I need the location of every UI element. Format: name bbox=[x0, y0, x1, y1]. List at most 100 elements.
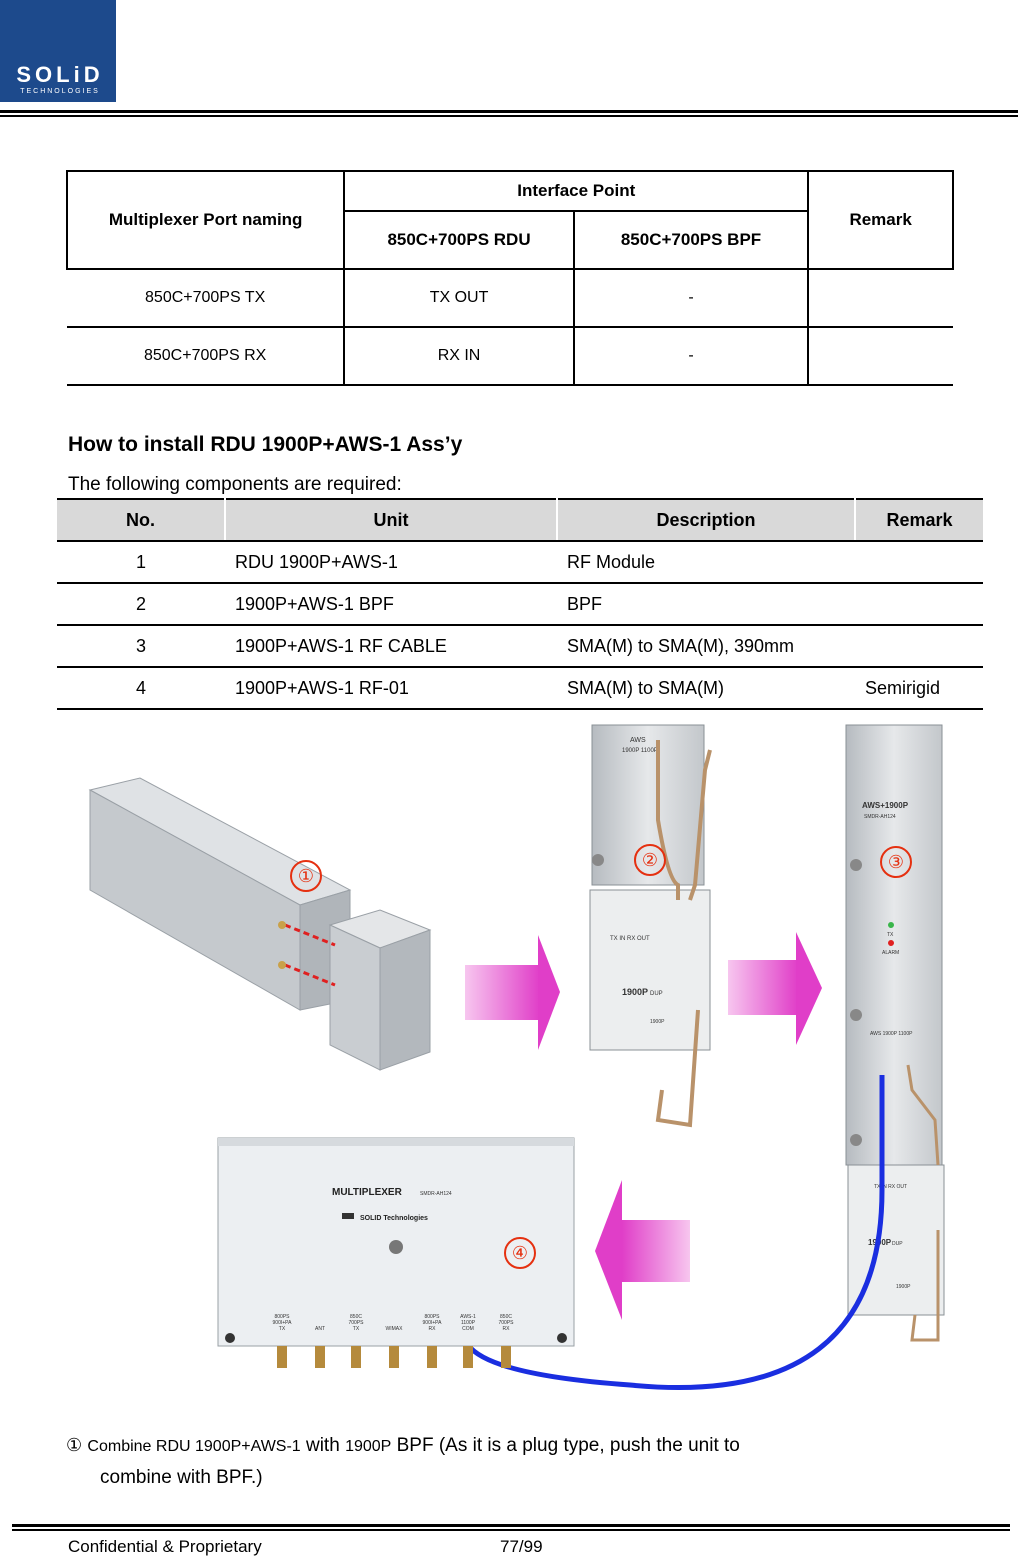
port-label: TX bbox=[353, 1326, 360, 1332]
cell-remark bbox=[855, 541, 983, 584]
cell-no: 3 bbox=[57, 625, 225, 668]
step-1-marker: ① bbox=[290, 860, 322, 892]
port: 800PS 900I+PA RX bbox=[423, 1314, 443, 1368]
col-rdu: 850C+700PS RDU bbox=[343, 210, 575, 270]
unit3-model: SMDR-AH124 bbox=[864, 814, 896, 820]
port-label: 900I+PA bbox=[273, 1320, 293, 1326]
cell-description: SMA(M) to SMA(M) bbox=[557, 667, 855, 710]
caption-part-a: Combine RDU 1900P+AWS-1 bbox=[87, 1438, 301, 1455]
table-row: 4 1900P+AWS-1 RF-01 SMA(M) to SMA(M) Sem… bbox=[57, 667, 983, 710]
step-4-marker: ④ bbox=[504, 1237, 536, 1269]
multiplexer-panel: MULTIPLEXER SMDR-AH124 SOLID Technologie… bbox=[217, 1137, 575, 1368]
components-table: No. Unit Description Remark 1 RDU 1900P+… bbox=[57, 498, 983, 710]
cell-no: 1 bbox=[57, 541, 225, 584]
step-1-label: ① bbox=[298, 866, 314, 886]
table-row: 1 RDU 1900P+AWS-1 RF Module bbox=[57, 541, 983, 584]
table-row: 850C+700PS TX TX OUT - bbox=[67, 269, 953, 328]
unit2-ports: 1900P 1100P bbox=[622, 748, 658, 754]
col-remark: Remark bbox=[855, 498, 983, 542]
multiplexer-ports: 800PS 900I+PA TX ANT 850C 700PS TX WIMAX… bbox=[273, 1314, 514, 1368]
port-label: 850C bbox=[350, 1314, 362, 1320]
cell-remark: Semirigid bbox=[855, 667, 983, 710]
company-logo: SOLiD TECHNOLOGIES bbox=[0, 0, 116, 102]
table-row: 2 1900P+AWS-1 BPF BPF bbox=[57, 583, 983, 626]
cell-remark bbox=[855, 625, 983, 668]
unit2-top-label: AWS bbox=[630, 737, 646, 744]
col-remark: Remark bbox=[807, 170, 954, 270]
header-rule bbox=[0, 110, 1018, 117]
unit-2-rdu-bpf: AWS 1900P 1100P TX IN RX OUT 1900P DUP 1… bbox=[589, 724, 712, 1128]
port-label: RX bbox=[429, 1326, 437, 1332]
caption-part-d: BPF (As it is a plug type, push the unit… bbox=[396, 1435, 740, 1456]
unit3-led-alarm: ALARM bbox=[882, 950, 899, 956]
cell-no: 4 bbox=[57, 667, 225, 710]
step-3-label: ③ bbox=[888, 852, 904, 872]
arrow-left bbox=[595, 1180, 690, 1320]
port: WIMAX bbox=[386, 1326, 404, 1368]
caption-part-b: with bbox=[305, 1435, 340, 1456]
caption-part-c: 1900P bbox=[345, 1438, 392, 1455]
cell-unit: 1900P+AWS-1 BPF bbox=[225, 583, 557, 626]
port-label: TX bbox=[279, 1326, 286, 1332]
cell-unit: RDU 1900P+AWS-1 bbox=[225, 541, 557, 584]
cell-unit: 1900P+AWS-1 RF-01 bbox=[225, 667, 557, 710]
port: 850C 700PS TX bbox=[348, 1314, 364, 1368]
unit3-led-tx: TX bbox=[887, 932, 894, 938]
unit2-bpf-name: 1900P bbox=[622, 987, 648, 997]
step-2-marker: ② bbox=[634, 844, 666, 876]
cell-remark bbox=[808, 269, 953, 328]
step-4-label: ④ bbox=[512, 1243, 528, 1263]
port-label: 900I+PA bbox=[423, 1320, 443, 1326]
unit-3-assembled: AWS+1900P SMDR-AH124 TX ALARM AWS 1900P … bbox=[845, 724, 945, 1342]
caption-number: ① bbox=[66, 1435, 83, 1455]
port-label: 700PS bbox=[348, 1320, 364, 1326]
section-subtitle: The following components are required: bbox=[68, 474, 402, 495]
multiplexer-brand: SOLID Technologies bbox=[360, 1215, 428, 1222]
port: AWS-1 1100P COM bbox=[460, 1314, 476, 1368]
table-row: 3 1900P+AWS-1 RF CABLE SMA(M) to SMA(M),… bbox=[57, 625, 983, 668]
port-label: COM bbox=[462, 1326, 474, 1332]
cell-description: SMA(M) to SMA(M), 390mm bbox=[557, 625, 855, 668]
table-row: 850C+700PS RX RX IN - bbox=[67, 327, 953, 386]
cell-port: 850C+700PS RX bbox=[67, 327, 346, 386]
rdu-and-bpf-3d bbox=[88, 777, 432, 1071]
col-description: Description bbox=[557, 498, 856, 542]
cell-rdu: RX IN bbox=[344, 327, 575, 386]
footer-confidential: Confidential & Proprietary bbox=[68, 1537, 262, 1556]
port-label: RX bbox=[503, 1326, 511, 1332]
unit3-bpf-sub: DUP bbox=[892, 1241, 903, 1247]
cell-bpf: - bbox=[573, 269, 810, 328]
arrow-right-1 bbox=[465, 935, 560, 1050]
col-bpf: 850C+700PS BPF bbox=[572, 210, 810, 270]
col-interface-point: Interface Point bbox=[343, 170, 810, 212]
unit3-bpf-bottom: 1900P bbox=[896, 1284, 911, 1290]
footer-rule bbox=[12, 1524, 1010, 1531]
port-label: 1100P bbox=[461, 1320, 476, 1326]
section-title: How to install RDU 1900P+AWS-1 Ass’y bbox=[68, 433, 463, 456]
step-2-label: ② bbox=[642, 850, 658, 870]
port: 800PS 900I+PA TX bbox=[273, 1314, 293, 1368]
cell-description: BPF bbox=[557, 583, 855, 626]
port-label: ANT bbox=[315, 1326, 325, 1332]
cell-unit: 1900P+AWS-1 RF CABLE bbox=[225, 625, 557, 668]
multiplexer-title: MULTIPLEXER bbox=[332, 1187, 403, 1198]
col-port-naming: Multiplexer Port naming bbox=[65, 170, 346, 270]
cell-bpf: - bbox=[573, 327, 810, 386]
port-label: 700PS bbox=[498, 1320, 514, 1326]
unit2-bpf-sub: DUP bbox=[650, 991, 663, 997]
col-unit: Unit bbox=[225, 498, 558, 542]
cell-remark bbox=[808, 327, 953, 386]
port: ANT bbox=[315, 1326, 325, 1368]
multiplexer-model: SMDR-AH124 bbox=[420, 1191, 452, 1197]
arrow-right-2 bbox=[728, 932, 822, 1045]
port-label: WIMAX bbox=[386, 1326, 404, 1332]
cell-description: RF Module bbox=[557, 541, 855, 584]
cell-no: 2 bbox=[57, 583, 225, 626]
unit2-bpf-bottom: 1900P bbox=[650, 1019, 665, 1025]
cell-port: 850C+700PS TX bbox=[67, 269, 346, 328]
caption-line-2: combine with BPF.) bbox=[100, 1467, 263, 1488]
step-3-marker: ③ bbox=[880, 846, 912, 878]
port-label: AWS-1 bbox=[460, 1314, 476, 1320]
logo-subtext: TECHNOLOGIES bbox=[20, 88, 100, 95]
page-number: 77/99 bbox=[500, 1537, 543, 1556]
